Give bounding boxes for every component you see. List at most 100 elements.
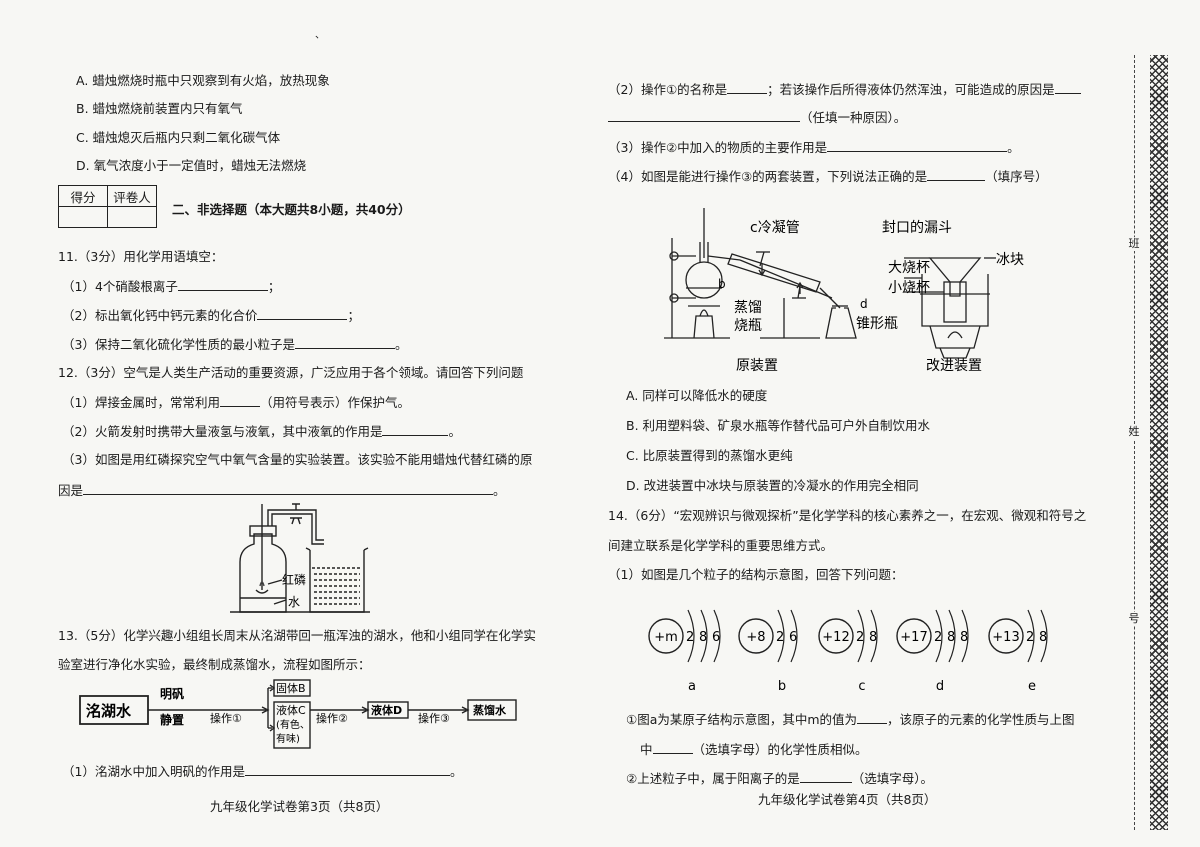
binding-text-3: 号 [1127, 612, 1141, 626]
flask-label-1: 蒸馏 [734, 300, 762, 316]
q14-1-1-text-d: （选填字母）的化学性质相似。 [692, 742, 868, 757]
q13-2c: （任填一种原因）。 [608, 109, 906, 126]
binding-strip [1150, 55, 1168, 830]
q12-1-blank[interactable] [219, 394, 260, 407]
label-b: b [718, 277, 726, 291]
q14-1-1c: 中 （选填字母）的化学性质相似。 [640, 741, 868, 758]
q13-2-text-c: （任填一种原因）。 [800, 110, 907, 125]
small-beaker-label: 小烧杯 [888, 280, 930, 296]
nucleus-circle [988, 618, 1024, 654]
q13-3-text: （3）操作②中加入的物质的主要作用是 [608, 140, 828, 155]
electron-count: 2 [856, 630, 864, 645]
funnel-label: 封口的漏斗 [882, 220, 952, 236]
top-mark: 、 [315, 30, 325, 41]
section-title: 二、非选择题（本大题共8小题，共40分） [172, 202, 411, 217]
q13-option-a: A. 同样可以降低水的硬度 [626, 388, 768, 403]
q12-2: （2）火箭发射时携带大量液氢与液氧，其中液氧的作用是。 [62, 423, 461, 439]
q11-1-blank[interactable] [177, 278, 268, 291]
q13-2-blank-c[interactable] [608, 109, 800, 122]
electron-shell-arc [961, 609, 969, 663]
q14-1-1-blank-a[interactable] [857, 711, 888, 724]
q11-3-blank[interactable] [294, 336, 395, 349]
q11-3: （3）保持二氧化硫化学性质的最小粒子是。 [62, 336, 408, 352]
q10-option-c: C. 蜡烛熄灭后瓶内只剩二氧化碳气体 [76, 130, 281, 145]
nucleus-circle [648, 618, 684, 654]
electron-shell-arc [857, 609, 865, 663]
flask-label-2: 烧瓶 [734, 318, 762, 334]
electron-shell-arc [870, 609, 878, 663]
atom-label: d [936, 679, 944, 694]
conical-flask-label: 锥形瓶 [856, 316, 898, 332]
nucleus-charge: +m [654, 630, 678, 645]
q10-option-d: D. 氧气浓度小于一定值时，蜡烛无法燃烧 [76, 158, 307, 173]
q11-1-text: （1）4个硝酸根离子 [62, 279, 178, 294]
electron-count: 6 [789, 630, 797, 645]
electron-count: 2 [686, 630, 694, 645]
flow-liquid-c-note2: 有味) [276, 732, 300, 745]
grader-cell[interactable] [107, 206, 157, 228]
score-cell[interactable] [58, 206, 108, 228]
q10-option-a: A. 蜡烛燃烧时瓶中只观察到有火焰，放热现象 [76, 73, 330, 88]
atom-label: e [1028, 679, 1036, 694]
q13-option-b: B. 利用塑料袋、矿泉水瓶等作替代品可户外自制饮用水 [626, 418, 931, 433]
binding-dash-line [1134, 55, 1135, 830]
q13-1-text: （1）洺湖水中加入明矾的作用是 [62, 764, 245, 779]
water-label: 水 [288, 595, 300, 609]
q12-1-text-a: （1）焊接金属时，常常利用 [62, 395, 220, 410]
flow-op3: 操作③ [418, 711, 450, 725]
q13-3-blank[interactable] [827, 139, 1008, 152]
score-header: 得分 [58, 185, 108, 207]
q11-2-blank[interactable] [257, 307, 348, 320]
q14-1-2-blank[interactable] [799, 770, 852, 783]
atom-label: c [858, 679, 865, 694]
electron-count: 8 [1039, 630, 1047, 645]
electron-shell-arc [700, 609, 708, 663]
q13-4-text-a: （4）如图是能进行操作③的两套装置，下列说法正确的是 [608, 169, 928, 184]
q14-1: （1）如图是几个粒子的结构示意图，回答下列问题： [608, 567, 904, 582]
q13-2-blank-b[interactable] [1054, 81, 1081, 94]
big-beaker-label: 大烧杯 [888, 260, 930, 276]
flow-still: 静置 [160, 712, 184, 727]
q13-3: （3）操作②中加入的物质的主要作用是。 [608, 139, 1020, 155]
q13-4-blank[interactable] [927, 168, 986, 181]
binding-text-1: 班 [1127, 237, 1141, 251]
binding-text-2: 姓 [1127, 425, 1141, 439]
q14-1-1-text-c: 中 [640, 742, 653, 757]
q14-1-2-text-a: ②上述粒子中，属于阳离子的是 [626, 771, 800, 786]
flow-liquid-c: 液体C [276, 703, 306, 717]
q13-1-blank[interactable] [244, 763, 450, 776]
atom-label: b [778, 679, 786, 694]
q14-1-1-text-a: ①图a为某原子结构示意图，其中m的值为 [626, 712, 858, 727]
nucleus-circle [818, 618, 854, 654]
electron-shell-arc [790, 609, 798, 663]
purification-flowchart: 洺湖水 明矾 静置 操作① 固体B 液体C (有色、 有味) 操作② 液体D 操… [79, 679, 517, 749]
label-d: d [860, 297, 868, 311]
nucleus-charge: +17 [900, 630, 927, 645]
electron-shell-arc [948, 609, 956, 663]
q12-1: （1）焊接金属时，常常利用 （用符号表示）作保护气。 [62, 394, 410, 411]
electron-count: 6 [712, 630, 720, 645]
q13-2-blank-a[interactable] [727, 81, 768, 94]
q13-2-text-b: ；若该操作后所得液体仍然浑浊，可能造成的原因是 [767, 82, 1055, 97]
electron-count: 8 [699, 630, 707, 645]
red-phosphorus-label: 红磷 [282, 572, 306, 587]
q13-title: 13.（5分）化学兴趣小组组长周末从洺湖带回一瓶浑浊的湖水，他和小组同学在化学实 [58, 628, 536, 643]
q13-1: （1）洺湖水中加入明矾的作用是。 [62, 763, 463, 779]
q11-2-text: （2）标出氧化钙中钙元素的化合价 [62, 308, 258, 323]
flow-op2: 操作② [316, 711, 348, 725]
footer-right: 九年级化学试卷第4页（共8页） [758, 792, 937, 807]
q14-title2: 间建立联系是化学学科的重要思维方式。 [608, 538, 834, 553]
q12-2-blank[interactable] [382, 423, 449, 436]
q13-option-c: C. 比原装置得到的蒸馏水更纯 [626, 448, 793, 463]
nucleus-charge: +8 [746, 630, 765, 645]
q12-3b-text: 因是 [58, 483, 84, 498]
q14-1-1-blank-b[interactable] [652, 741, 693, 754]
flow-op1: 操作① [210, 711, 242, 725]
q12-1-text-b: （用符号表示）作保护气。 [259, 395, 410, 410]
q12-3-blank[interactable] [83, 482, 494, 495]
electron-count: 2 [776, 630, 784, 645]
